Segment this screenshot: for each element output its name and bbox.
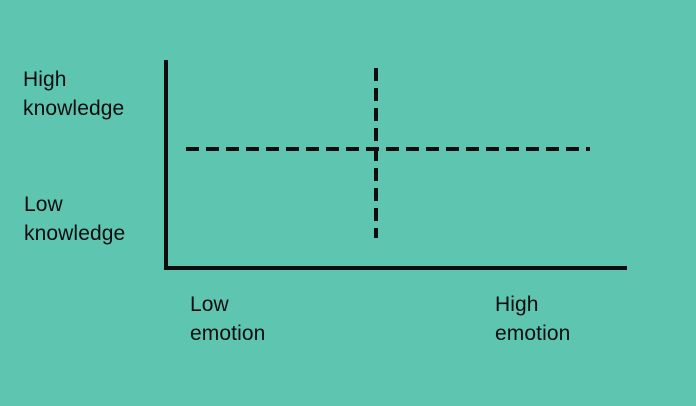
x-axis-label-high-emotion: High emotion [495, 293, 571, 345]
x-axis-label-low-emotion: Low emotion [190, 293, 266, 345]
horizontal-dashed-divider [186, 147, 590, 151]
y-axis-label-low-knowledge: Low knowledge [24, 193, 126, 245]
x-axis-line [164, 266, 627, 270]
y-axis-label-high-knowledge: High knowledge [23, 68, 125, 120]
y-axis-line [164, 60, 168, 270]
vertical-dashed-divider [374, 68, 378, 238]
